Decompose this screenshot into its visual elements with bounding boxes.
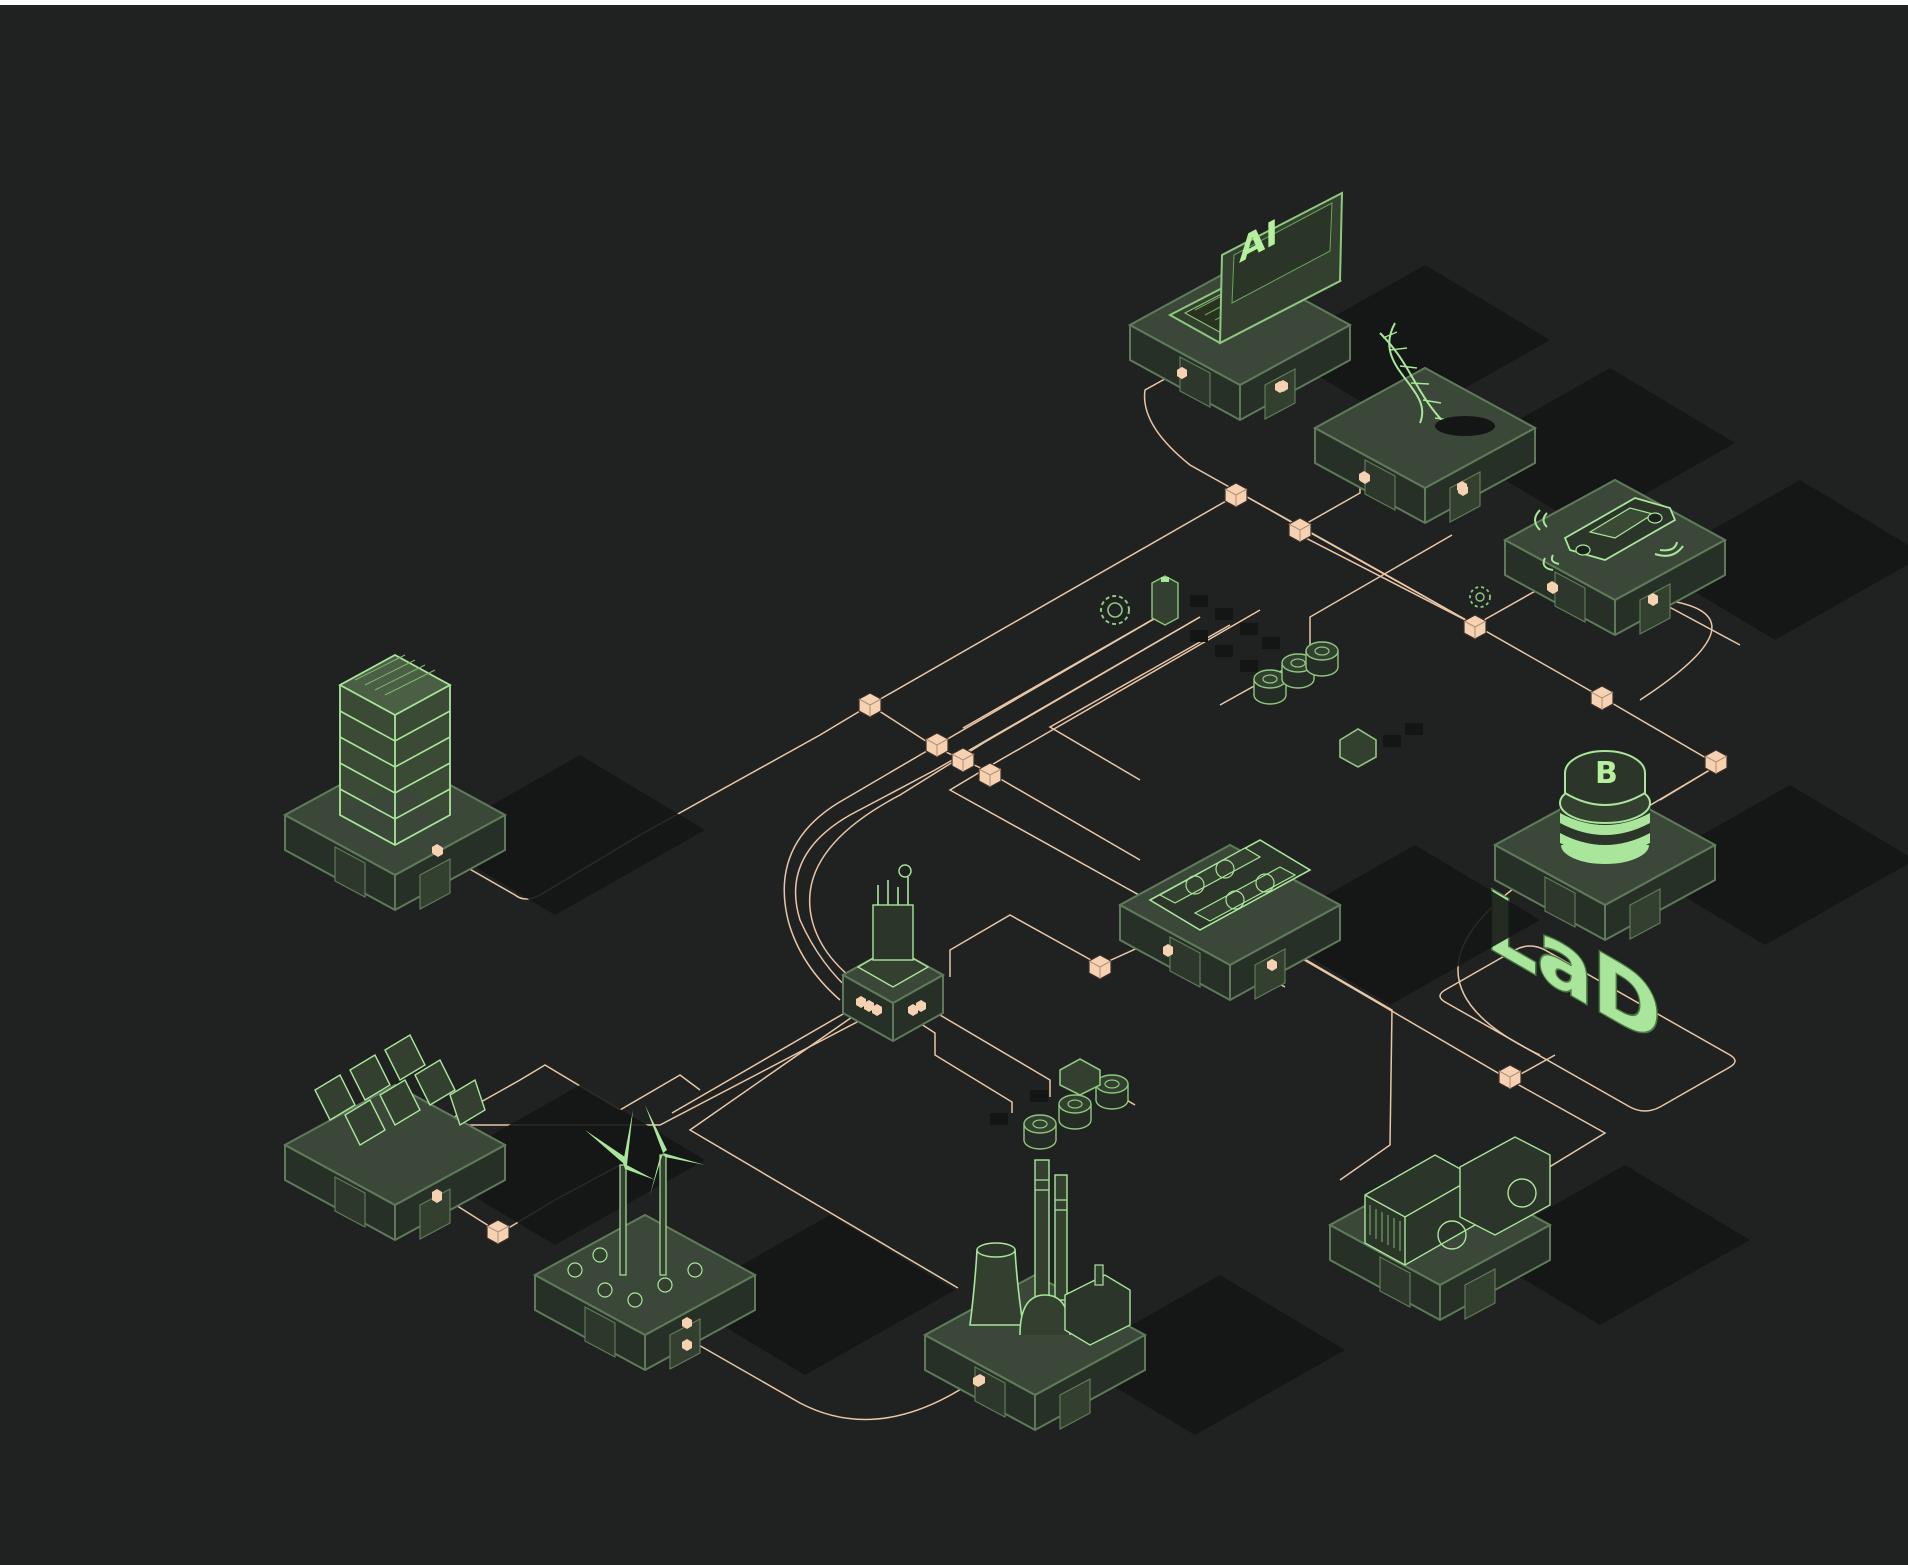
mining-rigs-icon: [1364, 1136, 1551, 1266]
platform-server-rack: [284, 653, 706, 916]
laptop-icon: AI: [1167, 191, 1344, 345]
bitcoin-symbol: B: [1595, 756, 1618, 791]
platform-autonomous-car: [1504, 479, 1908, 641]
platform-dna: [1314, 322, 1736, 529]
platform-mining-rigs: [1329, 1136, 1751, 1326]
diagram-canvas: LaD AI: [0, 5, 1908, 1565]
platform-solar: [284, 1034, 706, 1246]
substation-transformer-icon: [856, 864, 930, 988]
wind-turbines-icon: [567, 1105, 705, 1308]
platform-ai-laptop: AI: [1129, 191, 1551, 426]
network-diagram: LaD AI: [284, 191, 1908, 1436]
component-cluster-top: [1100, 575, 1491, 768]
gpu-board-icon: [1148, 839, 1312, 931]
solar-panels-icon: [314, 1034, 486, 1146]
power-plant-icon: [969, 1159, 1131, 1346]
platform-gpu: [1119, 839, 1541, 1006]
gear-icon: [1100, 595, 1130, 625]
server-rack-icon: [338, 653, 452, 847]
battery-icon: [1151, 575, 1179, 626]
substation-block: [840, 864, 946, 1043]
module-block: [1339, 728, 1377, 768]
platform-power-plant: [924, 1159, 1346, 1436]
bitcoin-coin-stack-icon: B: [1559, 750, 1651, 866]
dna-icon: [1379, 322, 1495, 436]
platform-bitcoin: B: [1494, 750, 1908, 946]
component-cluster-bottom: [990, 1058, 1129, 1150]
module-block: [1059, 1058, 1101, 1096]
autonomous-car-icon: [1534, 497, 1684, 571]
gear-icon: [1469, 586, 1491, 608]
platform-wind: [534, 1105, 956, 1376]
